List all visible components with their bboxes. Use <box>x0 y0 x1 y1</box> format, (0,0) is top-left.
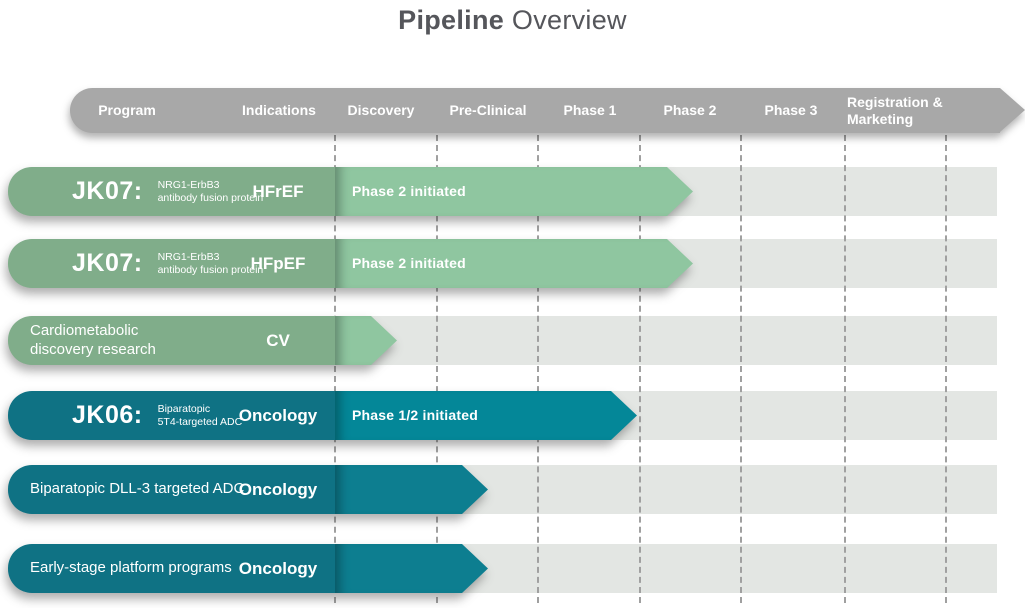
progress-arrow <box>335 544 488 593</box>
status-label: Phase 2 initiated <box>352 183 466 199</box>
program-subtitle-line: antibody fusion protein <box>157 263 264 276</box>
indication-label: Oncology <box>238 479 318 499</box>
program-subtitle-line: antibody fusion protein <box>157 191 264 204</box>
column-header-phase3: Phase 3 <box>764 102 818 118</box>
program-code: JK06: <box>72 401 143 429</box>
program-subtitle-line: NRG1-ErbB3 <box>157 178 220 191</box>
pipeline-row-jk06: JK06: Biparatopic 5T4-targeted ADC Oncol… <box>8 391 1008 440</box>
program-subtitle-line: NRG1-ErbB3 <box>157 250 220 263</box>
row-track <box>335 316 997 365</box>
phase-header-bar <box>70 88 1000 133</box>
pipeline-row-jk07-hfpef: JK07: NRG1-ErbB3 antibody fusion protein… <box>8 239 1008 288</box>
column-header-phase1: Phase 1 <box>563 102 617 118</box>
indication-label: Oncology <box>238 558 318 578</box>
program-name-line: Cardiometabolic <box>30 321 139 339</box>
column-header-phase2: Phase 2 <box>663 102 717 118</box>
gridline <box>436 135 438 603</box>
gridline <box>537 135 539 603</box>
phase-header-arrow-tip-icon <box>1000 88 1025 132</box>
program-name-line: Biparatopic DLL-3 targeted ADC <box>30 480 245 498</box>
program-pill: Biparatopic DLL-3 targeted ADC Oncology <box>8 465 335 514</box>
pipeline-row-jk07-hfref: JK07: NRG1-ErbB3 antibody fusion protein… <box>8 167 1008 216</box>
progress-arrow: Phase 2 initiated <box>335 239 693 288</box>
program-subtitle-line: Biparatopic <box>157 402 211 415</box>
gridline <box>740 135 742 603</box>
program-pill: JK06: Biparatopic 5T4-targeted ADC Oncol… <box>8 391 335 440</box>
status-label: Phase 1/2 initiated <box>352 407 478 423</box>
indication-label: Oncology <box>238 405 318 425</box>
column-header-preclinical: Pre-Clinical <box>449 102 527 118</box>
progress-arrow <box>335 465 488 514</box>
program-name: Early-stage platform programs <box>30 559 232 578</box>
pipeline-row-dll3: Biparatopic DLL-3 targeted ADC Oncology <box>8 465 1008 514</box>
program-subtitle: Biparatopic 5T4-targeted ADC <box>158 403 243 428</box>
indication-label: CV <box>266 330 290 350</box>
column-header-program: Program <box>98 102 156 118</box>
program-name: Biparatopic DLL-3 targeted ADC <box>30 480 244 499</box>
program-code: JK07: <box>72 249 143 277</box>
status-label: Phase 2 initiated <box>352 255 466 271</box>
column-header-indications: Indications <box>242 102 316 118</box>
column-header-registration-marketing: Registration & Marketing <box>847 94 943 127</box>
gridline <box>639 135 641 603</box>
progress-arrow: Phase 2 initiated <box>335 167 693 216</box>
progress-arrow <box>335 316 397 365</box>
program-name: Cardiometabolic discovery research <box>30 322 156 360</box>
column-header-discovery: Discovery <box>347 102 415 118</box>
program-subtitle: NRG1-ErbB3 antibody fusion protein <box>158 251 264 276</box>
indication-label: HFrEF <box>252 181 304 201</box>
phase-header: Program Indications Discovery Pre-Clinic… <box>70 88 1025 133</box>
program-name-line: discovery research <box>30 340 156 358</box>
gridline <box>334 135 336 603</box>
page-title-regular: Overview <box>511 5 627 35</box>
program-pill: JK07: NRG1-ErbB3 antibody fusion protein… <box>8 167 335 216</box>
program-subtitle-line: 5T4-targeted ADC <box>157 415 243 428</box>
program-pill: Cardiometabolic discovery research CV <box>8 316 335 365</box>
program-pill: Early-stage platform programs Oncology <box>8 544 335 593</box>
program-subtitle: NRG1-ErbB3 antibody fusion protein <box>158 179 264 204</box>
program-pill: JK07: NRG1-ErbB3 antibody fusion protein… <box>8 239 335 288</box>
indication-label: HFpEF <box>250 253 306 273</box>
program-name-line: Early-stage platform programs <box>30 559 232 577</box>
gridline <box>844 135 846 603</box>
page-title-bold: Pipeline <box>398 5 505 35</box>
pipeline-row-cardiometabolic: Cardiometabolic discovery research CV <box>8 316 1008 365</box>
gridline <box>945 135 947 603</box>
pipeline-row-early-stage: Early-stage platform programs Oncology <box>8 544 1008 593</box>
page-title: Pipeline Overview <box>0 5 1025 36</box>
program-code: JK07: <box>72 177 143 205</box>
progress-arrow: Phase 1/2 initiated <box>335 391 637 440</box>
